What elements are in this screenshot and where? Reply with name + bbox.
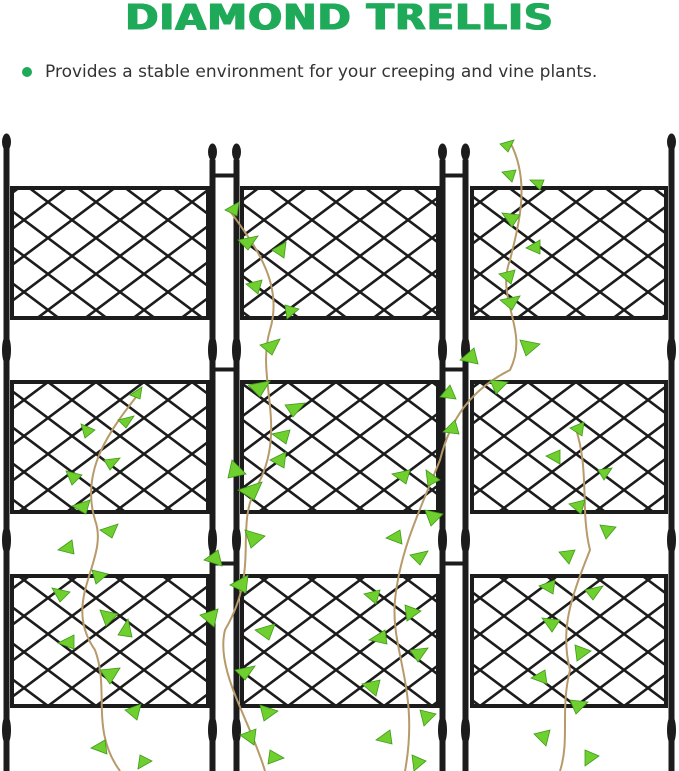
trellis-posts xyxy=(2,133,676,771)
page-title: DIAMOND TRELLIS xyxy=(125,0,554,32)
feature-bullet: Provides a stable environment for your c… xyxy=(22,60,597,84)
ivy-vines xyxy=(51,139,617,771)
bullet-dot-icon xyxy=(22,67,32,77)
feature-text: Provides a stable environment for your c… xyxy=(45,62,598,82)
trellis-illustration xyxy=(2,133,676,771)
trellis-panels xyxy=(10,186,668,708)
